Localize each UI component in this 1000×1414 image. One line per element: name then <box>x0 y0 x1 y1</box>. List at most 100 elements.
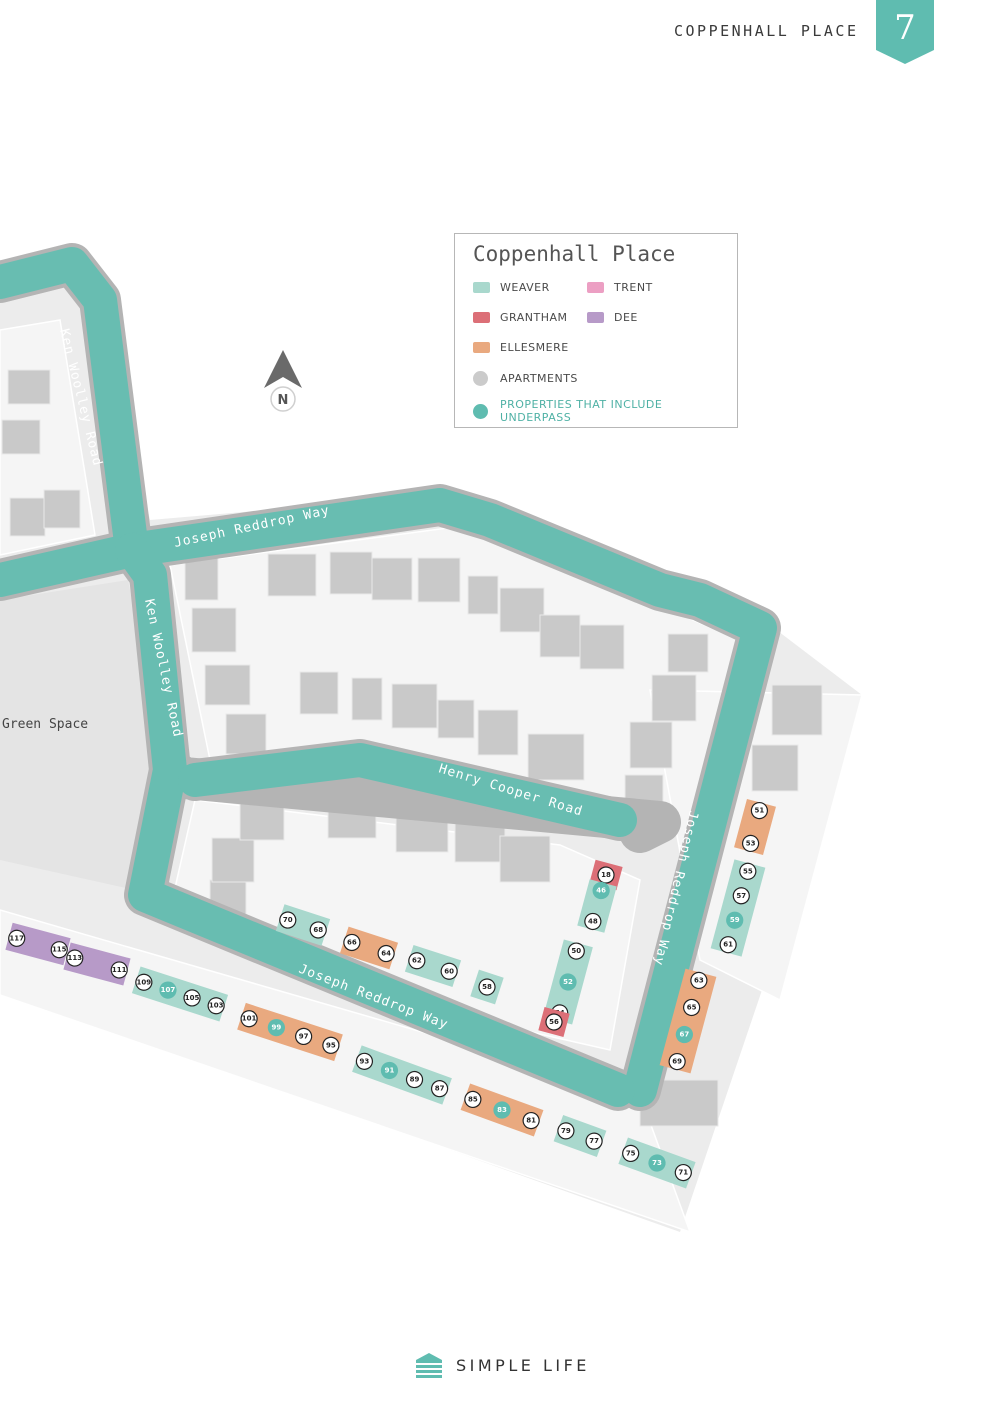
plot-number-marker <box>66 949 84 967</box>
legend-item-trent: TRENT <box>587 281 653 294</box>
plot-number-label: 99 <box>271 1024 281 1032</box>
plot-number-marker <box>557 1122 575 1140</box>
plot-number-label: 109 <box>137 978 152 986</box>
plot-number-marker <box>405 1070 424 1089</box>
plot-number-label: 63 <box>694 976 704 984</box>
plot-number-label: 70 <box>283 916 293 924</box>
house-logo-icon <box>416 1353 442 1378</box>
underpass-plot-marker <box>675 1025 693 1044</box>
plot-number-marker <box>732 887 750 905</box>
plot-group-weaver: 58 <box>470 969 504 1005</box>
plot-number-marker <box>295 1027 313 1046</box>
plot-number-label: 107 <box>161 986 176 994</box>
brand-name: SIMPLE LIFE <box>456 1355 590 1375</box>
plot-number-label: 67 <box>680 1031 690 1039</box>
plot-number-label: 62 <box>412 957 422 965</box>
plot-number-marker <box>322 1036 340 1054</box>
underpass-plot-marker <box>648 1154 666 1172</box>
plot-number-label: 68 <box>313 926 323 934</box>
plot-number-label: 83 <box>497 1106 507 1114</box>
plot-footprint <box>352 1045 452 1105</box>
plot-number-label: 101 <box>242 1015 257 1023</box>
legend-item-ellesmere: ELLESMERE <box>473 341 569 354</box>
plot-number-label: 111 <box>112 966 127 974</box>
legend-label: TRENT <box>614 281 653 294</box>
plot-number-label: 58 <box>482 983 492 991</box>
plot-number-label: 69 <box>672 1058 682 1066</box>
legend-label: ELLESMERE <box>500 341 569 354</box>
underpass-plot-marker <box>592 881 610 900</box>
trent-swatch <box>587 282 604 293</box>
plot-number-marker <box>183 989 201 1007</box>
plot-footprint <box>710 859 766 957</box>
plot-number-label: 81 <box>526 1117 536 1125</box>
plot-number-marker <box>377 944 395 963</box>
plot-number-marker <box>207 997 225 1015</box>
plot-number-label: 52 <box>563 978 573 986</box>
legend-label: GRANTHAM <box>500 311 568 324</box>
weaver-swatch <box>473 282 490 293</box>
plot-number-label: 64 <box>381 950 391 958</box>
plot-number-marker <box>355 1052 374 1070</box>
legend-title: Coppenhall Place <box>473 242 676 266</box>
plot-groups: 1171151131111091071051031019997959391898… <box>5 798 776 1189</box>
plot-number-label: 53 <box>746 839 756 847</box>
legend-item-apartments: APARTMENTS <box>473 371 578 386</box>
compass-north-label: N <box>278 393 289 408</box>
underpass-plot-marker <box>726 911 744 929</box>
apartments-dot <box>473 371 488 386</box>
plot-number-marker <box>674 1163 692 1182</box>
plot-number-marker <box>430 1080 449 1098</box>
green-space-label: Green Space <box>2 717 88 732</box>
plot-number-label: 18 <box>601 871 611 879</box>
plot-number-label: 93 <box>360 1057 370 1065</box>
plot-number-marker <box>8 929 26 947</box>
plot-number-label: 79 <box>561 1127 571 1135</box>
plot-number-marker <box>750 801 768 820</box>
plot-group-weaver: 46 48 <box>577 879 617 933</box>
legend-box: Coppenhall Place WEAVER TRENT GRANTHAM D… <box>454 233 738 428</box>
plot-number-marker <box>668 1052 686 1071</box>
plot-group-dee: 113 111 <box>63 942 131 986</box>
plot-number-label: 113 <box>67 954 82 962</box>
page-number-tab <box>876 0 934 64</box>
plot-number-marker <box>440 962 458 980</box>
plot-number-marker <box>408 952 426 970</box>
plot-number-marker <box>567 942 585 960</box>
underpass-plot-marker <box>559 973 577 991</box>
plot-number-marker <box>719 936 737 954</box>
plot-number-label: 117 <box>9 934 24 942</box>
plot-number-label: 73 <box>652 1159 662 1167</box>
legend-label: APARTMENTS <box>500 372 578 385</box>
legend-item-dee: DEE <box>587 311 638 324</box>
plot-number-marker <box>309 921 327 939</box>
plot-number-label: 59 <box>730 916 740 924</box>
grantham-swatch <box>473 312 490 323</box>
underpass-plot-marker <box>380 1061 399 1080</box>
plot-number-label: 46 <box>596 887 606 895</box>
legend-label: DEE <box>614 311 638 324</box>
plot-number-marker <box>739 862 757 880</box>
page-header-title: COPPENHALL PLACE <box>674 22 859 40</box>
plot-number-marker <box>50 941 68 959</box>
plot-number-marker <box>110 961 128 979</box>
plot-number-label: 48 <box>588 917 598 925</box>
plot-number-label: 50 <box>571 947 581 955</box>
plot-number-marker <box>343 933 361 952</box>
plot-number-label: 91 <box>385 1066 395 1074</box>
plot-number-marker <box>522 1112 540 1130</box>
plot-number-marker <box>622 1144 640 1163</box>
plot-number-label: 57 <box>736 892 746 900</box>
plot-number-marker <box>464 1090 482 1108</box>
legend-item-grantham: GRANTHAM <box>473 311 567 324</box>
plot-number-marker <box>585 1132 603 1150</box>
